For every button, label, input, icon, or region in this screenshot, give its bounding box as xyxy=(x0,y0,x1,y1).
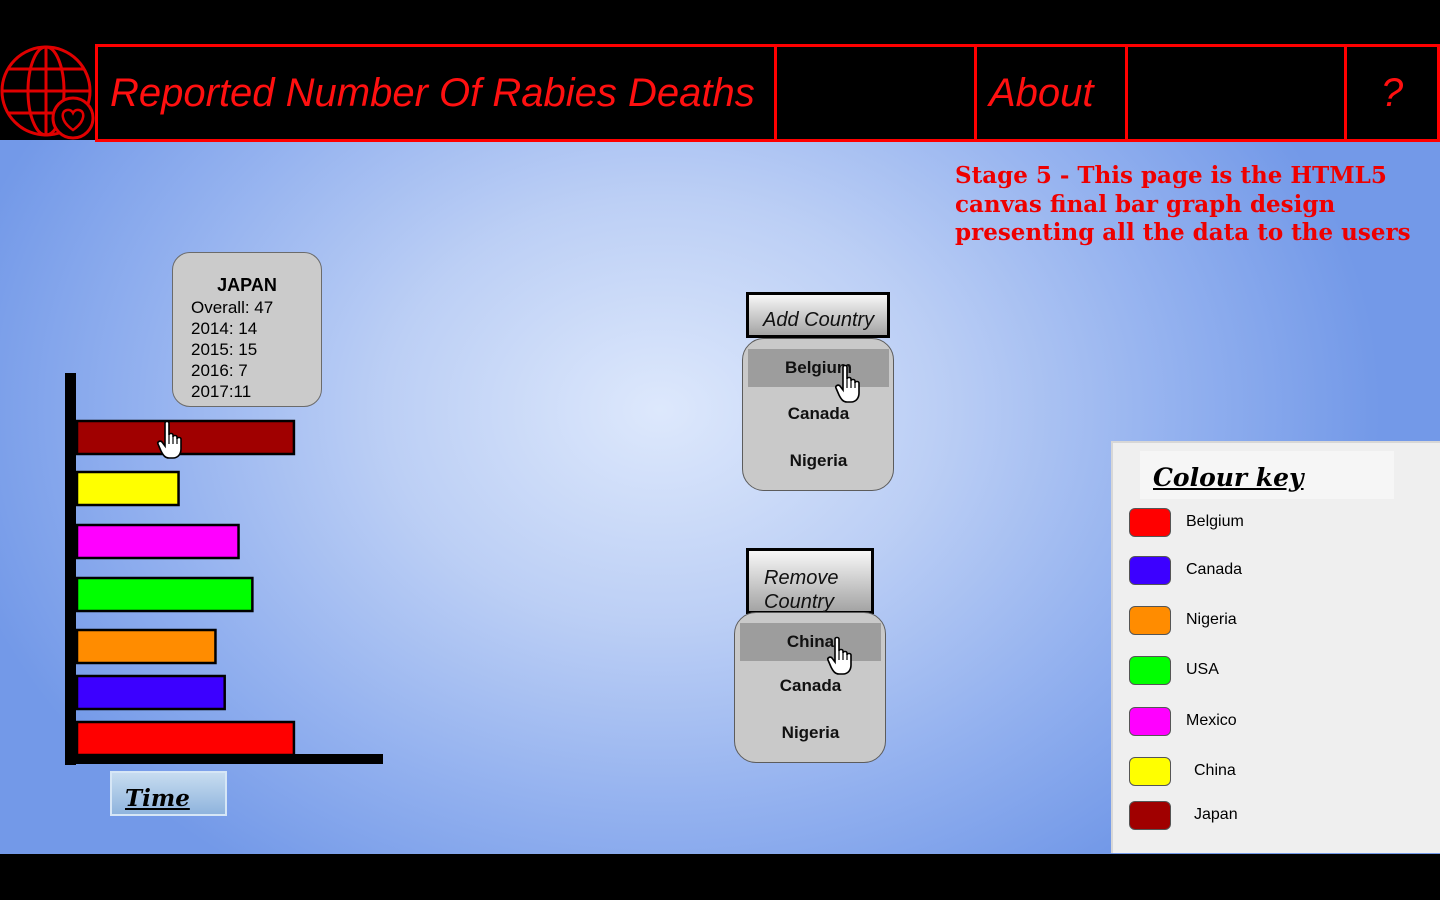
legend-label: Canada xyxy=(1186,561,1243,578)
y-axis-line xyxy=(65,373,76,765)
add-country-dropdown: Belgium Canada Nigeria xyxy=(742,338,894,491)
legend-item-nigeria: Nigeria xyxy=(1129,603,1237,637)
add-option-canada[interactable]: Canada xyxy=(787,404,850,423)
remove-option-canada[interactable]: Canada xyxy=(779,676,842,695)
legend-swatch xyxy=(1129,555,1171,585)
legend-swatch xyxy=(1129,605,1171,635)
legend-label: Belgium xyxy=(1186,513,1244,530)
legend-label: USA xyxy=(1186,661,1219,678)
legend-swatch xyxy=(1129,507,1171,537)
colour-key-panel: Colour key Belgium Canada Nigeria USA Me… xyxy=(1111,441,1440,853)
legend-label: Nigeria xyxy=(1186,611,1237,628)
remove-option-china[interactable]: China xyxy=(740,623,881,661)
bar-usa[interactable] xyxy=(75,576,254,613)
page-title: Reported Number Of Rabies Deaths xyxy=(95,44,777,142)
add-country-button[interactable]: Add Country xyxy=(746,292,890,338)
bar-belgium[interactable] xyxy=(75,720,296,757)
hand-cursor-icon xyxy=(827,636,852,675)
bar-canada[interactable] xyxy=(75,674,226,711)
globe-heart-icon xyxy=(0,45,95,140)
legend-swatch xyxy=(1129,655,1171,685)
bar-mexico[interactable] xyxy=(75,523,240,560)
legend-title-box: Colour key xyxy=(1140,451,1394,499)
legend-label: China xyxy=(1194,762,1236,779)
tooltip-line: 2017:11 xyxy=(191,382,252,401)
legend-title: Colour key xyxy=(1153,463,1304,492)
nav-about-link[interactable]: About xyxy=(974,44,1128,142)
remove-option-nigeria[interactable]: Nigeria xyxy=(781,723,840,742)
x-axis-label: Time xyxy=(110,771,227,816)
legend-swatch xyxy=(1129,706,1171,736)
legend-item-usa: USA xyxy=(1129,653,1219,687)
legend-item-belgium: Belgium xyxy=(1129,505,1244,539)
tooltip-line: 2014: 14 xyxy=(191,319,258,338)
add-option-nigeria[interactable]: Nigeria xyxy=(789,451,848,470)
tooltip-line: 2015: 15 xyxy=(191,340,258,359)
nav-empty-slot xyxy=(1125,44,1347,142)
tooltip-title: JAPAN xyxy=(217,275,277,295)
legend-swatch xyxy=(1129,800,1171,830)
legend-item-japan: Japan xyxy=(1129,798,1238,832)
x-axis-line xyxy=(68,754,383,764)
help-button[interactable]: ? xyxy=(1344,44,1440,142)
hand-cursor-icon xyxy=(835,364,860,403)
bar-china[interactable] xyxy=(75,470,180,507)
bar-tooltip: JAPAN Overall: 47 2014: 14 2015: 15 2016… xyxy=(172,252,322,407)
legend-label: Japan xyxy=(1194,806,1238,823)
bar-chart xyxy=(65,373,383,765)
legend-swatch xyxy=(1129,756,1171,786)
remove-country-dropdown: China Canada Nigeria xyxy=(734,612,886,763)
hand-cursor-icon xyxy=(157,420,182,459)
stage-note: Stage 5 - This page is the HTML5 canvas … xyxy=(955,162,1411,246)
add-option-belgium[interactable]: Belgium xyxy=(748,349,889,387)
remove-country-button[interactable]: Remove Country xyxy=(746,548,874,614)
nav-empty-slot xyxy=(774,44,977,142)
tooltip-line: Overall: 47 xyxy=(191,298,274,317)
legend-item-china: China xyxy=(1129,754,1236,788)
bar-japan[interactable] xyxy=(75,419,296,456)
legend-item-mexico: Mexico xyxy=(1129,704,1237,738)
legend-item-canada: Canada xyxy=(1129,553,1242,587)
bar-nigeria[interactable] xyxy=(75,628,217,665)
legend-label: Mexico xyxy=(1186,712,1237,729)
tooltip-line: 2016: 7 xyxy=(191,361,248,380)
